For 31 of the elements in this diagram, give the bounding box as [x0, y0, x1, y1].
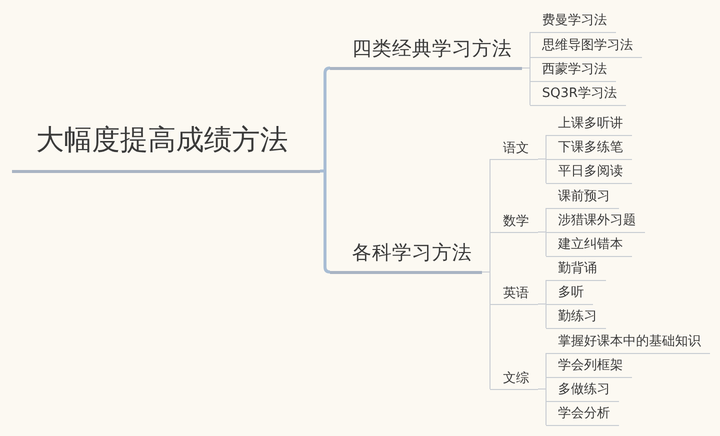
main-topic: 各科学习方法: [330, 241, 482, 274]
leaf-topic: 勤背诵: [546, 261, 606, 280]
connector-line: [538, 304, 546, 328]
connector-line: [320, 170, 330, 274]
subtopic: 数学: [490, 214, 538, 232]
subtopic: 文综: [490, 371, 538, 390]
connector-line: [522, 68, 530, 106]
leaf-topic: 学会列框架: [546, 358, 632, 378]
leaf-topic: 掌握好课本中的基础知识: [546, 334, 710, 354]
leaf-topic: 勤练习: [546, 309, 606, 328]
leaf-topic: 西蒙学习法: [530, 62, 616, 82]
connector-line: [538, 388, 546, 426]
connector-line: [538, 232, 546, 256]
leaf-topic: 平日多阅读: [546, 164, 632, 184]
leaf-topic: 建立纠错本: [546, 237, 632, 256]
connector-line: [538, 158, 546, 184]
connector-line: [482, 272, 490, 390]
leaf-topic: 课前预习: [546, 189, 619, 208]
leaf-topic: 涉猎课外习题: [546, 213, 645, 232]
leaf-topic: 思维导图学习法: [530, 38, 642, 58]
leaf-topic: 多听: [546, 285, 593, 304]
leaf-topic: 费曼学习法: [530, 13, 616, 32]
leaf-topic: 学会分析: [546, 406, 619, 426]
subtopic: 语文: [490, 141, 538, 160]
leaf-topic: SQ3R学习法: [530, 86, 626, 106]
main-topic: 四类经典学习方法: [330, 37, 522, 70]
leaf-topic: 上课多听讲: [546, 116, 632, 136]
leaf-topic: 多做练习: [546, 382, 619, 402]
central-topic: 大幅度提高成绩方法: [12, 123, 320, 172]
subtopic: 英语: [490, 286, 538, 304]
leaf-topic: 下课多练笔: [546, 140, 632, 160]
